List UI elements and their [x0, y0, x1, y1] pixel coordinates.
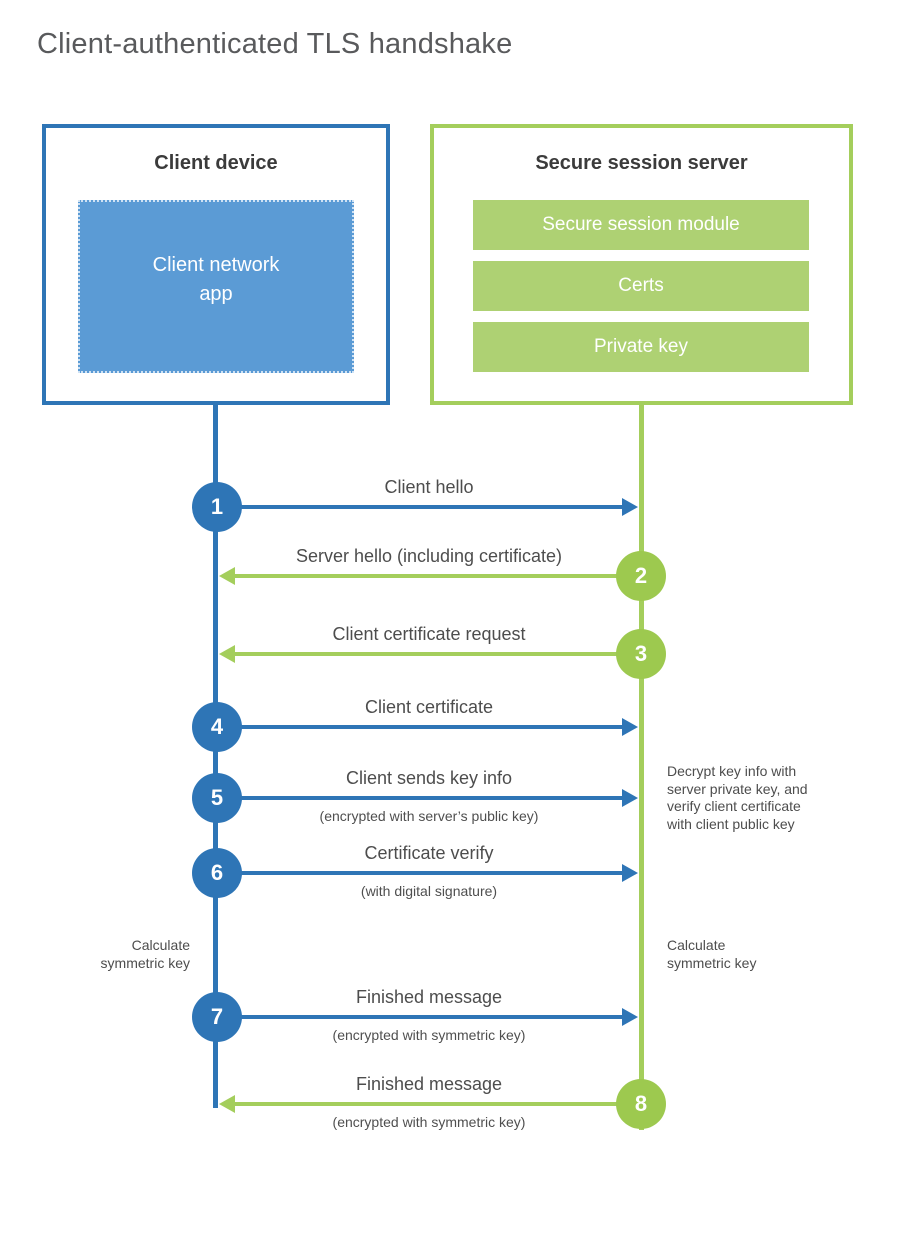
message-label: Client hello	[384, 477, 474, 497]
server-decrypt-note: Decrypt key info with server private key…	[667, 763, 808, 832]
message-arrow-line	[216, 505, 626, 509]
message-arrowhead-icon	[219, 567, 235, 585]
server-lifeline	[639, 405, 644, 1130]
message-arrow-line	[216, 871, 626, 875]
client-calculate-symmetric-key-note: Calculate symmetric key	[100, 937, 190, 971]
message-arrowhead-icon	[622, 864, 638, 882]
message-arrow-line	[232, 652, 641, 656]
message-arrowhead-icon	[622, 1008, 638, 1026]
message-sublabel: (encrypted with symmetric key)	[332, 1027, 526, 1043]
message-arrowhead-icon	[622, 718, 638, 736]
private-key-box: Private key	[473, 322, 809, 372]
message-arrowhead-icon	[219, 1095, 235, 1113]
client-device-title: Client device	[154, 152, 278, 174]
step-number-badge: 2	[616, 551, 666, 601]
message-arrowhead-icon	[219, 645, 235, 663]
message-label: Finished message	[355, 1074, 503, 1094]
step-number-badge: 7	[192, 992, 242, 1042]
message-label: Certificate verify	[364, 843, 494, 863]
message-arrowhead-icon	[622, 789, 638, 807]
step-number-badge: 5	[192, 773, 242, 823]
client-lifeline	[213, 405, 218, 1108]
secure-session-server-box: Secure session server Secure session mod…	[430, 124, 853, 405]
message-arrow-line	[216, 725, 626, 729]
page-title: Client-authenticated TLS handshake	[37, 28, 513, 60]
message-label: Client sends key info	[345, 768, 513, 788]
message-sublabel: (encrypted with symmetric key)	[332, 1114, 526, 1130]
step-number-badge: 4	[192, 702, 242, 752]
step-number-badge: 3	[616, 629, 666, 679]
message-arrow-line	[232, 1102, 641, 1106]
message-arrow-line	[216, 1015, 626, 1019]
message-label: Client certificate request	[332, 624, 526, 644]
message-arrow-line	[232, 574, 641, 578]
client-device-box: Client device Client network app	[42, 124, 390, 405]
message-arrowhead-icon	[622, 498, 638, 516]
message-sublabel: (encrypted with server’s public key)	[319, 808, 539, 824]
secure-session-server-title: Secure session server	[535, 152, 748, 174]
step-number-badge: 8	[616, 1079, 666, 1129]
certs-box: Certs	[473, 261, 809, 311]
step-number-badge: 1	[192, 482, 242, 532]
message-label: Server hello (including certificate)	[295, 546, 563, 566]
server-calculate-symmetric-key-note: Calculate symmetric key	[667, 937, 757, 971]
secure-session-module-box: Secure session module	[473, 200, 809, 250]
message-label: Client certificate	[364, 697, 494, 717]
message-arrow-line	[216, 796, 626, 800]
message-label: Finished message	[355, 987, 503, 1007]
client-network-app-box: Client network app	[78, 200, 354, 373]
message-sublabel: (with digital signature)	[360, 883, 498, 899]
step-number-badge: 6	[192, 848, 242, 898]
